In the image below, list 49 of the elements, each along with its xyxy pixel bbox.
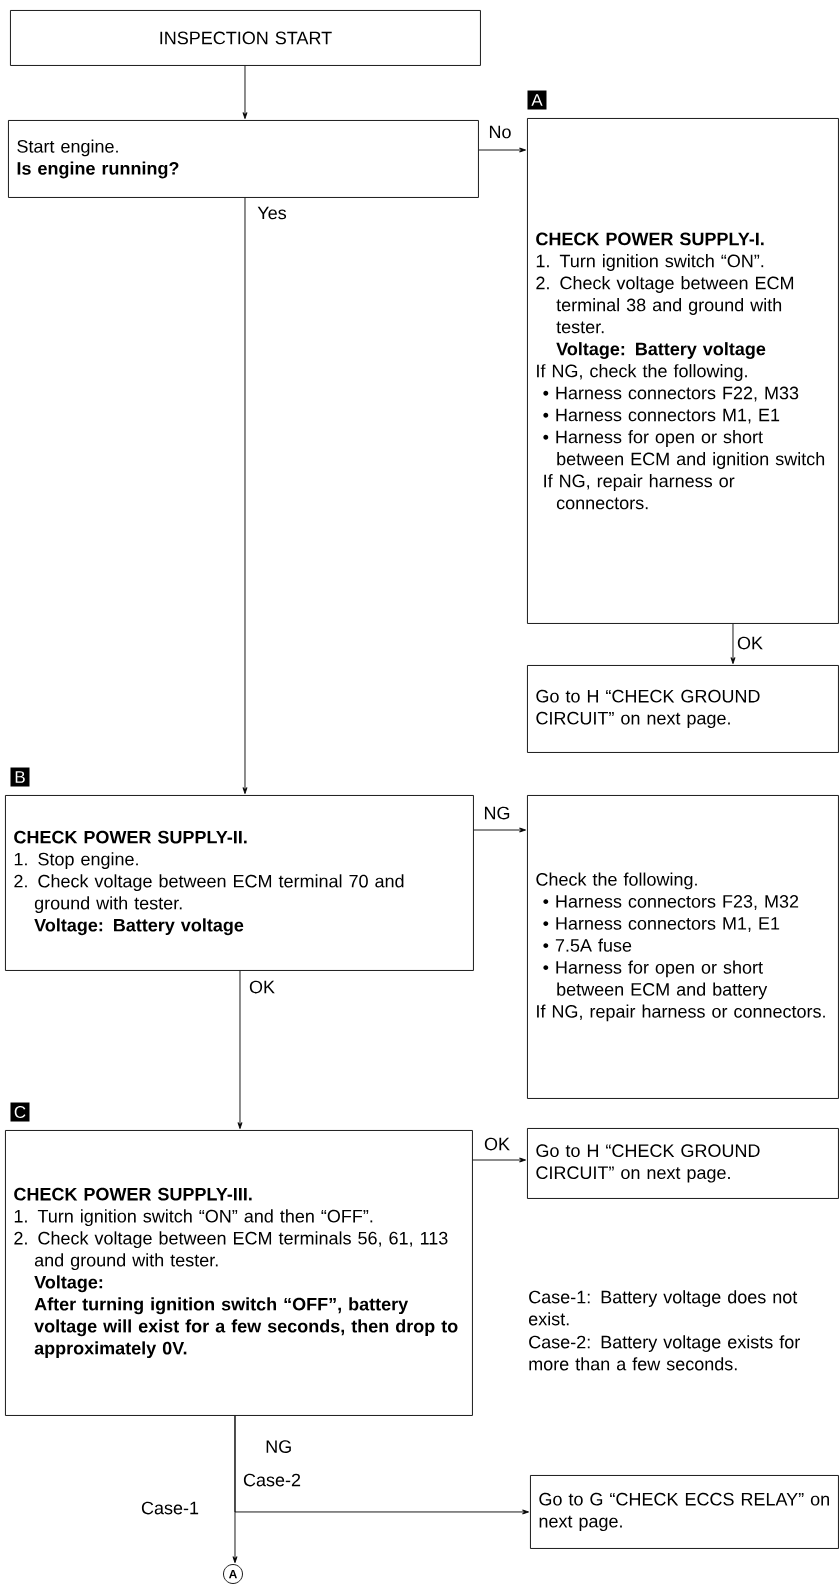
node-label: CHECK POWER SUPPLY-I. — [536, 232, 764, 246]
edge-label: Case-1 — [140, 1500, 200, 1516]
process-box: CHECK POWER SUPPLY-II. 1. Stop engine. 2. Check voltage between ECM terminal 70 and ground with tester. Voltage: Battery voltage — [5, 795, 474, 971]
edge-label: Yes — [256, 205, 288, 221]
section-tag: B — [10, 767, 30, 787]
arrow — [478, 147, 527, 153]
node-label: 1. Turn ignition switch “ON” and then “OFF”. — [14, 1209, 373, 1227]
node-label: Voltage: — [34, 1275, 103, 1293]
edge-label: OK — [736, 635, 764, 651]
node-label: 2. Check voltage between ECM terminals 56, 61, 113 and ground with tester. — [14, 1231, 448, 1271]
arrow — [473, 827, 527, 833]
node-label: 2. Check voltage between ECM terminal 38 and ground with tester. — [536, 276, 794, 334]
node-label: If NG, check the following. — [537, 364, 747, 381]
node-label: CHECK POWER SUPPLY-III. — [14, 1187, 252, 1201]
note-text: Case-2: Battery voltage exists for more than a few seconds. — [529, 1335, 800, 1371]
process-box: CHECK POWER SUPPLY-III. 1. Turn ignition switch “ON” and then “OFF”. 2. Check voltage between ECM terminals 56, 61, 113 and ground with tester. Voltage: After turning ignition switch “OFF”, battery voltage will exist for a few seconds, then drop to approximately 0V. — [5, 1130, 473, 1416]
node-label: If NG, repair harness or connectors. — [544, 474, 735, 510]
edge-label: OK — [248, 979, 276, 995]
process-box: Go to H “CHECK GROUND CIRCUIT” on next page. — [527, 665, 839, 753]
process-box: INSPECTION START — [10, 10, 481, 66]
arrow — [472, 1157, 527, 1163]
node-label: • Harness connectors M1, E1 — [543, 408, 780, 424]
section-tag: C — [10, 1102, 30, 1122]
process-box: Check the following. • Harness connectors F23, M32 • Harness connectors M1, E1 • 7.5A fuse • Harness for open or short between ECM and battery If NG, repair harness or connectors. — [527, 795, 839, 1099]
node-label: 1. Stop engine. — [14, 852, 138, 870]
arrow — [242, 197, 248, 795]
process-box: Go to H “CHECK GROUND CIRCUIT” on next page. — [527, 1128, 839, 1199]
arrow — [232, 1415, 238, 1564]
note-text: NG — [266, 1440, 291, 1453]
node-label: After turning ignition switch “OFF”, battery voltage will exist for a few seconds, then drop to approximately 0V. — [34, 1297, 458, 1359]
node-label: 1. Turn ignition switch “ON”. — [536, 254, 764, 271]
process-box: CHECK POWER SUPPLY-I. 1. Turn ignition switch “ON”. 2. Check voltage between ECM terminal 38 and ground with tester. Voltage: Battery voltage If NG, check the following. • Harness connectors F22, M33 • Harness connectors M1, E1 • Harness for open or short between ECM and ignition switch If NG, repair harness or connectors. — [527, 118, 839, 624]
process-box: Go to G “CHECK ECCS RELAY” on next page. — [530, 1475, 839, 1549]
edge-label: No — [487, 124, 513, 140]
node-label: • Harness connectors F22, M33 — [543, 386, 799, 402]
node-label: Voltage: Battery voltage — [556, 342, 766, 359]
node-label: 2. Check voltage between ECM terminal 70 and ground with tester. — [14, 874, 404, 914]
arrow — [237, 970, 243, 1130]
edge-label: OK — [483, 1136, 511, 1152]
note-text: Case-1: Battery voltage does not exist. — [528, 1290, 798, 1326]
edge-label: Case-2 — [242, 1472, 302, 1488]
edge-label: NG — [482, 805, 512, 821]
arrow — [730, 623, 736, 665]
section-tag: A — [527, 90, 547, 110]
node-label: CHECK POWER SUPPLY-II. — [14, 830, 247, 844]
process-box: Start engine. Is engine running? — [8, 120, 479, 198]
node-label: Voltage: Battery voltage — [34, 918, 244, 936]
node-label: • Harness for open or short between ECM and ignition switch — [543, 430, 825, 469]
arrow — [242, 65, 248, 120]
